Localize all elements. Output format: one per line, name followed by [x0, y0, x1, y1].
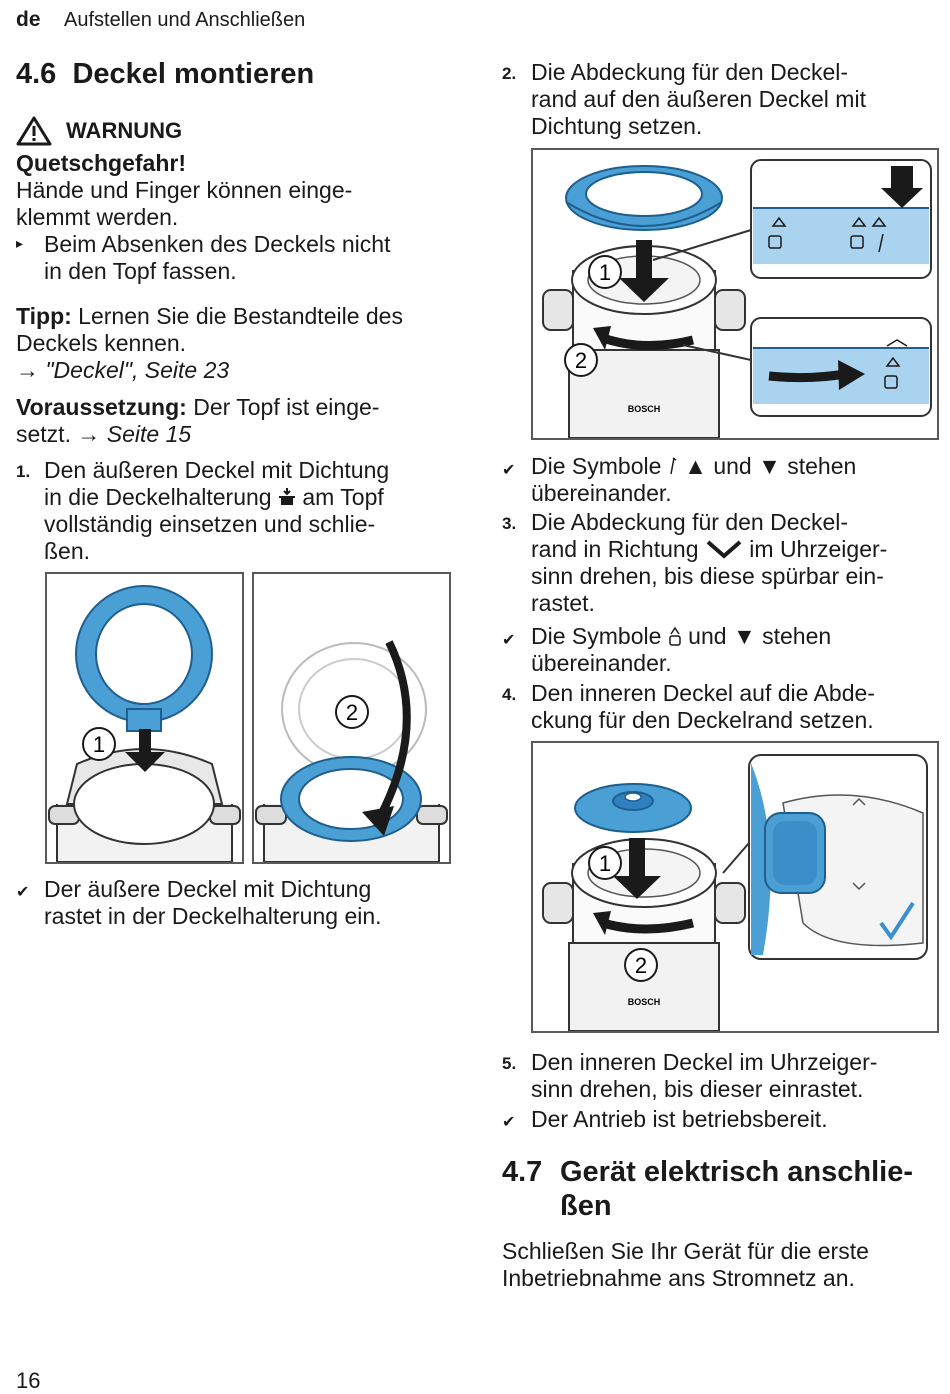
step-3-line2: rand in Richtung im Uhrzeiger-: [531, 536, 887, 563]
callout-2: 2: [575, 348, 587, 373]
result-3-line2: übereinander.: [531, 650, 672, 676]
warning-header: WARNUNG: [16, 116, 182, 146]
requirement-text-2: setzt.: [16, 421, 71, 447]
step-3-line2b: im Uhrzeiger-: [749, 536, 888, 562]
result-2-text-b: und: [713, 453, 752, 479]
warning-triangle-icon: [16, 116, 52, 146]
result-2-line2: übereinander.: [531, 480, 672, 506]
warning-hazard: Quetschgefahr!: [16, 150, 186, 176]
tip-line2: Deckels kennen.: [16, 330, 187, 356]
section-4-7-title-line2: ßen: [560, 1190, 612, 1222]
step-1-line1: Den äußeren Deckel mit Dichtung: [44, 457, 390, 483]
action-bullet-icon: ▸: [16, 235, 24, 251]
check-icon: ✔: [502, 1114, 516, 1131]
result-2-line1: Die Symbole ▲ und ▼ stehen: [531, 453, 856, 480]
step-2-number: 2.: [502, 64, 517, 83]
brand-label: BOSCH: [628, 404, 661, 414]
step-2-line1: Die Abdeckung für den Deckel-: [531, 59, 849, 85]
step-3-line1: Die Abdeckung für den Deckel-: [531, 509, 849, 535]
check-icon: ✔: [502, 632, 516, 649]
step-4-line2: ckung für den Deckelrand setzen.: [531, 707, 874, 733]
section-4-7-text-line2: Inbetriebnahme ans Stromnetz an.: [502, 1265, 855, 1291]
page-number: 16: [16, 1368, 41, 1393]
triangle-down-icon: ▼: [758, 453, 781, 479]
chevron-down-icon: [706, 540, 742, 559]
warning-label: WARNUNG: [66, 118, 183, 143]
result-1-line1: Der äußere Deckel mit Dichtung: [44, 876, 372, 902]
figure-place-cover: BOSCH 1 2: [531, 148, 939, 440]
figure-close-lid: 2: [252, 572, 451, 864]
section-4-7-title-line1: Gerät elektrisch anschlie-: [560, 1156, 913, 1188]
warning-text-line1: Hände und Finger können einge-: [16, 177, 353, 203]
tip-label: Tipp:: [16, 303, 72, 329]
figure-insert-lid: 1: [45, 572, 244, 864]
step-5-line1: Den inneren Deckel im Uhrzeiger-: [531, 1049, 878, 1075]
step-5-number: 5.: [502, 1054, 517, 1073]
result-1-line2: rastet in der Deckelhalterung ein.: [44, 903, 382, 929]
chapter-title: Aufstellen und Anschließen: [64, 9, 306, 31]
tip-text: Lernen Sie die Bestandteile des: [71, 303, 403, 329]
section-4-6-title: 4.6 Deckel montieren: [16, 58, 314, 91]
step-3-number: 3.: [502, 514, 517, 533]
step-4-line1: Den inneren Deckel auf die Abde-: [531, 680, 875, 706]
brand-label: BOSCH: [628, 997, 661, 1007]
step-2-line2: rand auf den äußeren Deckel mit: [531, 86, 866, 112]
requirement-line1: Voraussetzung: Der Topf ist einge-: [16, 394, 379, 421]
section-4-7-text-line1: Schließen Sie Ihr Gerät für die erste: [502, 1238, 869, 1264]
tip-reference[interactable]: → "Deckel", Seite 23: [16, 357, 229, 384]
step-1-line2a: in die Deckelhalterung: [44, 484, 272, 510]
step-3-line4: rastet.: [531, 590, 595, 616]
arrow-right-icon: →: [77, 421, 101, 447]
requirement-label: Voraussetzung:: [16, 394, 187, 420]
section-4-7-number: 4.7: [502, 1156, 543, 1188]
step-1-line2b: am Topf: [302, 484, 384, 510]
triangle-down-icon: ▼: [732, 623, 756, 649]
callout-1: 1: [599, 851, 611, 876]
requirement-text: Der Topf ist einge-: [186, 394, 380, 420]
brush-icon: [670, 457, 677, 475]
result-5-line1: Der Antrieb ist betriebsbereit.: [531, 1106, 828, 1132]
tip-line1: Tipp: Lernen Sie die Bestandteile des: [16, 303, 403, 330]
section-number: 4.6: [16, 58, 57, 90]
step-2-line3: Dichtung setzen.: [531, 113, 703, 139]
result-3-text-b: und: [688, 623, 727, 649]
callout-2: 2: [346, 700, 358, 725]
figure-inner-lid: BOSCH 1 2: [531, 741, 939, 1033]
check-icon: ✔: [16, 884, 30, 901]
step-1-number: 1.: [16, 462, 31, 481]
step-3-line3: sinn drehen, bis diese spürbar ein-: [531, 563, 884, 589]
callout-2: 2: [635, 953, 647, 978]
language-code: de: [16, 8, 41, 31]
requirement-line2: setzt. → Seite 15: [16, 421, 191, 448]
step-3-line2a: rand in Richtung: [531, 536, 699, 562]
warning-text-line2: klemmt werden.: [16, 204, 179, 230]
result-3-text-c: stehen: [762, 623, 832, 649]
lid-holder-icon: [278, 488, 295, 505]
lock-icon: [669, 626, 681, 646]
step-1-line3: vollständig einsetzen und schlie-: [44, 511, 376, 537]
requirement-reference-link[interactable]: Seite 15: [106, 421, 192, 447]
step-1-line4: ßen.: [44, 538, 91, 564]
step-1-line2: in die Deckelhalterung am Topf: [44, 484, 384, 511]
tip-reference-link[interactable]: "Deckel", Seite 23: [45, 357, 230, 383]
callout-1: 1: [599, 260, 611, 285]
result-3-text-a: Die Symbole: [531, 623, 662, 649]
result-2-text-c: stehen: [787, 453, 857, 479]
result-2-text-a: Die Symbole: [531, 453, 662, 479]
check-icon: ✔: [502, 462, 516, 479]
warning-action-line1: Beim Absenken des Deckels nicht: [44, 231, 391, 257]
step-4-number: 4.: [502, 685, 517, 704]
callout-1: 1: [93, 732, 105, 757]
step-5-line2: sinn drehen, bis dieser einrastet.: [531, 1076, 864, 1102]
result-3-line1: Die Symbole und ▼ stehen: [531, 623, 831, 650]
arrow-right-icon: →: [16, 357, 39, 383]
triangle-up-icon: ▲: [684, 453, 707, 479]
warning-action-line2: in den Topf fassen.: [44, 258, 237, 284]
section-title-text: Deckel montieren: [72, 58, 315, 90]
